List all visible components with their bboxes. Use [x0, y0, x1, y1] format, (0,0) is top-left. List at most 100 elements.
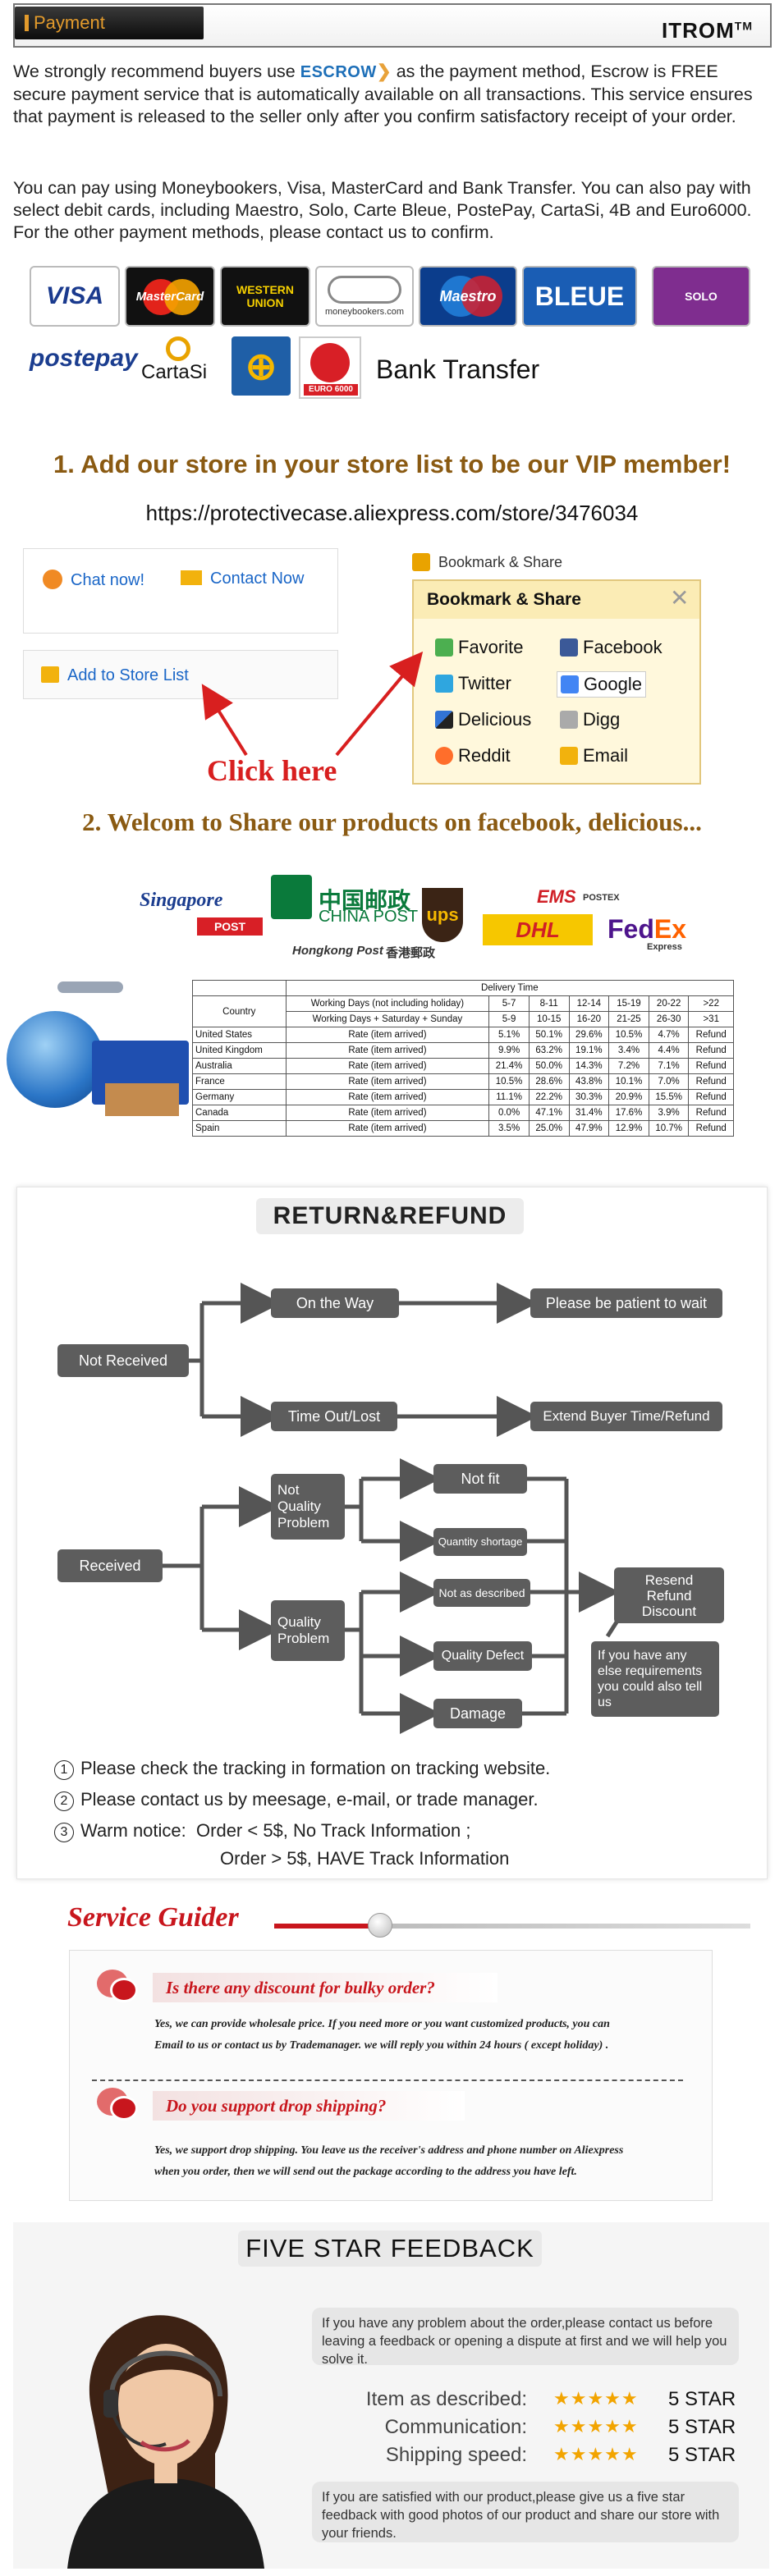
table-cell: 10.5%: [608, 1027, 649, 1043]
note-tracking-text: Please check the tracking in formation o…: [80, 1758, 551, 1778]
return-refund-title: RETURN&REFUND: [256, 1198, 524, 1234]
share-google[interactable]: Google: [557, 671, 646, 698]
table-cell: 12.9%: [608, 1120, 649, 1137]
folder-plus-icon: [41, 666, 59, 683]
support-agent-photo-icon: [67, 2315, 264, 2569]
share-facebook[interactable]: Facebook: [560, 637, 663, 658]
digg-icon: [560, 711, 578, 729]
table-rate-label: Rate (item arrived): [285, 1089, 490, 1105]
moneybookers-text: moneybookers.com: [325, 307, 404, 317]
note-2-number: 2: [54, 1791, 74, 1811]
table-cell: 7.2%: [608, 1058, 649, 1074]
moneybookers-ring-icon: [328, 276, 401, 304]
share-twitter[interactable]: Twitter: [435, 673, 511, 694]
answer-discount-line2: Email to us or contact us by Trademanage…: [154, 2039, 609, 2052]
visa-logo: VISA: [30, 266, 120, 327]
table-cell: 5.1%: [488, 1027, 530, 1043]
table-country-header: Country: [192, 995, 287, 1027]
contact-now-button[interactable]: Contact Now: [181, 570, 305, 588]
service-guider-knob-icon: [368, 1913, 392, 1938]
table-cell: 9.9%: [488, 1042, 530, 1059]
table-cell: 47.1%: [528, 1105, 570, 1121]
share-delicious-label: Delicious: [458, 709, 532, 730]
close-icon[interactable]: ✕: [670, 585, 690, 611]
service-guider-title: Service Guider: [67, 1902, 239, 1933]
table-cell: 15.5%: [648, 1089, 690, 1105]
feedback-contact-note: If you have any problem about the order,…: [312, 2308, 739, 2367]
answer-drop-shipping-line2: when you order, then we will send out th…: [154, 2166, 577, 2178]
china-post-cn: 中国邮政: [319, 888, 411, 913]
table-rate-label: Rate (item arrived): [285, 1120, 490, 1137]
table-cell: Refund: [688, 1120, 734, 1137]
escrow-arc-icon: ❯: [376, 62, 392, 81]
share-title: 2. Welcom to Share our products on faceb…: [82, 808, 702, 836]
airplane-icon: [57, 981, 123, 993]
extend-time-box: Extend Buyer Time/Refund: [530, 1402, 722, 1431]
table-cell: 3.4%: [608, 1042, 649, 1059]
table-rate-label: Rate (item arrived): [285, 1027, 490, 1043]
ems-subtitle: POSTEX: [583, 893, 620, 903]
hongkong-post-cn: 香港郵政: [386, 946, 436, 960]
cartasi-arc-icon: [166, 336, 190, 361]
speech-bubble-icon: [97, 1970, 140, 2004]
share-favorite[interactable]: Favorite: [435, 637, 523, 658]
store-url[interactable]: https://protectivecase.aliexpress.com/st…: [145, 501, 639, 525]
share-digg[interactable]: Digg: [560, 709, 620, 730]
not-quality-problem-box: Not Quality Problem: [271, 1474, 345, 1540]
table-range-cell: 12-14: [568, 995, 610, 1012]
table-cell: 43.8%: [568, 1073, 610, 1090]
rating-shipping-speed: Shipping speed: ★★★★★ 5 STAR: [386, 2444, 767, 2468]
fedex-logo: FedEx: [607, 914, 686, 945]
timeout-lost-box: Time Out/Lost: [271, 1402, 397, 1431]
note-contact-text: Please contact us by meesage, e-mail, or…: [80, 1789, 539, 1810]
table-cell: 10.1%: [608, 1073, 649, 1090]
table-cell: 28.6%: [528, 1073, 570, 1090]
table-cell: 0.0%: [488, 1105, 530, 1121]
service-guider-bar: [274, 1924, 750, 1929]
service-divider: [92, 2080, 683, 2081]
table-range-cell: 16-20: [568, 1011, 610, 1027]
chat-now-button[interactable]: Chat now!: [43, 570, 144, 590]
table-range-cell: 21-25: [608, 1011, 649, 1027]
maestro-logo: Maestro: [419, 266, 517, 327]
table-cell: Refund: [688, 1073, 734, 1090]
ups-logo: ups: [422, 888, 463, 942]
table-range-cell: >22: [688, 995, 734, 1012]
table-rate-label: Rate (item arrived): [285, 1073, 490, 1090]
add-to-store-list-button[interactable]: Add to Store List: [41, 666, 189, 685]
postepay-logo: postepay: [30, 345, 138, 372]
bookmark-share-link[interactable]: Bookmark & Share: [412, 553, 562, 571]
hongkong-post-logo: Hongkong Post: [292, 944, 383, 958]
mastercard-logo-text: MasterCard: [135, 289, 204, 304]
table-country-cell: United Kingdom: [192, 1042, 287, 1059]
escrow-logo: ESCROW: [300, 63, 377, 81]
table-range-cell: 20-22: [648, 995, 690, 1012]
cartasi-logo: CartaSi: [141, 336, 207, 384]
table-cell: 20.9%: [608, 1089, 649, 1105]
not-as-described-box: Not as described: [433, 1579, 530, 1607]
table-cell: 14.3%: [568, 1058, 610, 1074]
table-cell: 29.6%: [568, 1027, 610, 1043]
share-reddit[interactable]: Reddit: [435, 745, 511, 766]
five-stars-icon: ★★★★★: [553, 2388, 639, 2409]
table-group-header: Delivery Time: [285, 980, 735, 996]
brand-name: ITROM: [662, 18, 735, 43]
share-facebook-label: Facebook: [583, 637, 663, 657]
tab-marker-icon: [25, 15, 29, 31]
warm-notice-line2: Order > 5$, HAVE Track Information: [220, 1848, 510, 1869]
share-delicious[interactable]: Delicious: [435, 709, 531, 730]
table-rate-label: Rate (item arrived): [285, 1105, 490, 1121]
google-icon: [561, 675, 579, 693]
share-reddit-label: Reddit: [458, 745, 511, 766]
share-email[interactable]: Email: [560, 745, 628, 766]
table-rate-label: Rate (item arrived): [285, 1058, 490, 1074]
visa-logo-text: VISA: [45, 282, 104, 309]
table-range-cell: 15-19: [608, 995, 649, 1012]
